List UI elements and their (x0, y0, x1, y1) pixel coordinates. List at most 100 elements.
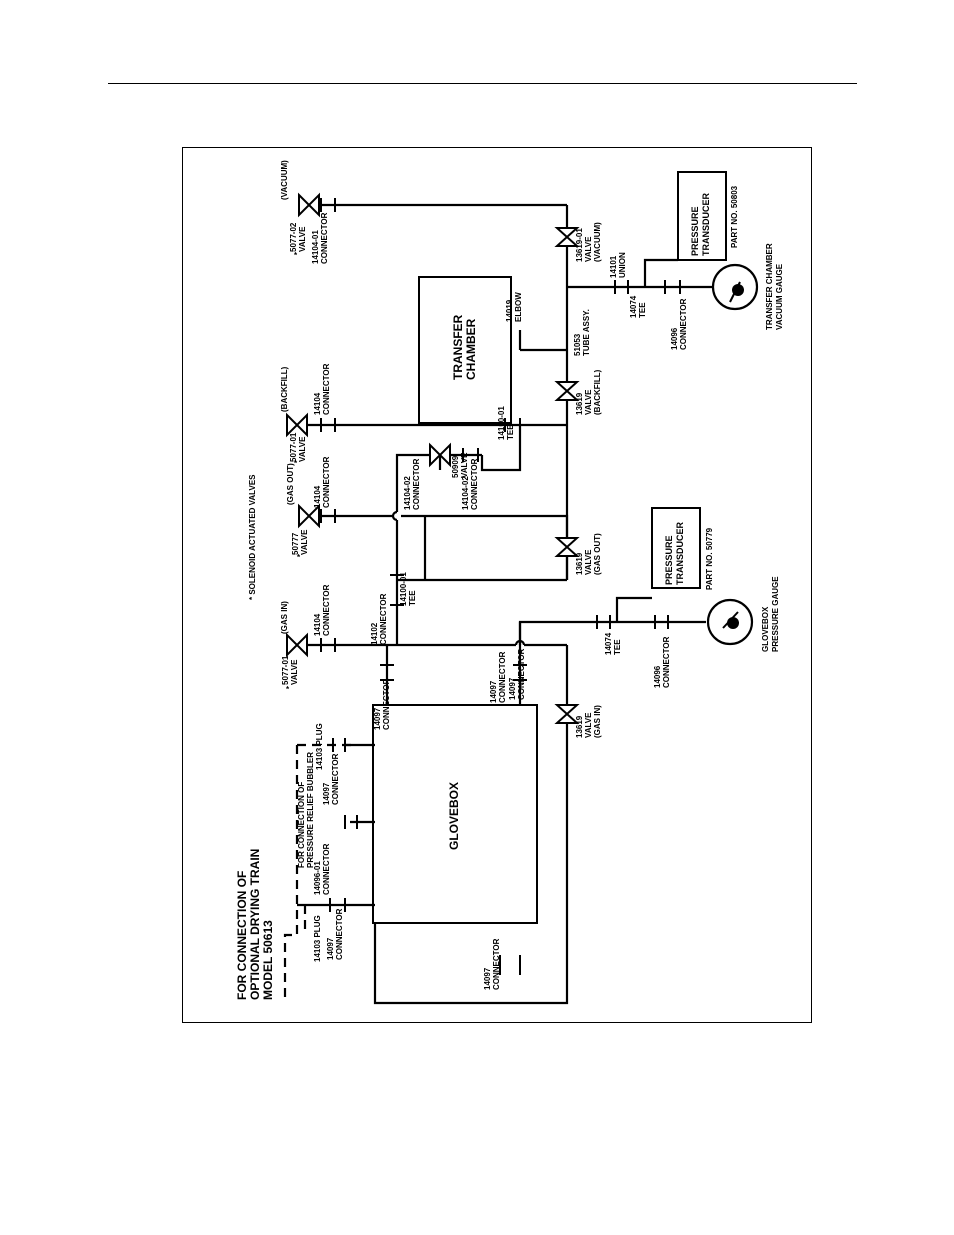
valve-gas-out-solenoid (298, 503, 320, 529)
union-label: 14101 UNION (609, 252, 627, 278)
asterisk-3: * (294, 459, 298, 468)
svg-text:ELBOW: ELBOW (514, 292, 523, 322)
valve-manual-gas-out-label: 13619 VALVE (GAS OUT) (575, 533, 602, 575)
svg-text:VALVE: VALVE (290, 659, 299, 685)
svg-text:CONNECTOR: CONNECTOR (470, 458, 479, 510)
svg-text:PRESSURE: PRESSURE (690, 206, 700, 256)
svg-text:13619: 13619 (575, 392, 584, 415)
pressure-transducer-2-part: PART NO. 50803 (730, 185, 739, 248)
svg-text:CONNECTOR: CONNECTOR (412, 458, 421, 510)
svg-text:CONNECTOR: CONNECTOR (498, 651, 507, 703)
svg-text:14019: 14019 (505, 299, 514, 322)
valve-manual-backfill-label: 13619 VALVE (BACKFILL) (575, 369, 602, 415)
elbow-label: 14019 ELBOW (505, 292, 523, 322)
svg-text:50777: 50777 (291, 532, 300, 555)
valve-gas-out-tag: (GAS OUT) (286, 463, 295, 505)
relief-bubbler-label: FOR CONNECTION OF PRESSURE RELIEF BUBBLE… (297, 752, 315, 868)
svg-text:CONNECTOR: CONNECTOR (679, 298, 688, 350)
svg-text:(VACUUM): (VACUUM) (280, 160, 289, 200)
svg-text:14097: 14097 (489, 680, 498, 703)
connector-e-label: 14097 CONNECTOR (489, 651, 507, 703)
svg-text:5077-01: 5077-01 (289, 432, 298, 462)
pressure-transducer-1-box (651, 507, 701, 589)
svg-text:(BACKFILL): (BACKFILL) (280, 366, 289, 412)
svg-text:GLOVEBOX: GLOVEBOX (761, 606, 770, 652)
svg-text:CONNECTOR: CONNECTOR (335, 908, 344, 960)
transfer-gauge-label: TRANSFER CHAMBER VACUUM GAUGE (765, 243, 784, 330)
asterisk-2: * (297, 553, 301, 562)
tee-c-label: 14074 TEE (629, 295, 647, 318)
svg-text:VALVE: VALVE (298, 226, 307, 252)
glovebox-gauge-label: GLOVEBOX PRESSURE GAUGE (761, 576, 780, 652)
svg-text:14104: 14104 (313, 485, 322, 508)
connector-d-label: 14097 CONNECTOR (373, 678, 391, 730)
drying-train-label: FOR CONNECTION OF OPTIONAL DRYING TRAIN … (235, 849, 275, 1000)
connector-h-label: 14104 CONNECTOR (313, 456, 331, 508)
valve-manual-backfill (554, 381, 580, 401)
glovebox-label: GLOVEBOX (447, 782, 461, 850)
svg-text:UNION: UNION (618, 252, 627, 278)
svg-text:50909: 50909 (451, 455, 460, 478)
connector-k-label: 14104 CONNECTOR (313, 363, 331, 415)
svg-text:CONNECTOR: CONNECTOR (662, 636, 671, 688)
svg-text:13619: 13619 (575, 715, 584, 738)
svg-text:VALVE: VALVE (584, 236, 593, 262)
svg-text:14101: 14101 (609, 255, 618, 278)
transfer-chamber-box (418, 276, 512, 424)
svg-text:13619: 13619 (575, 552, 584, 575)
svg-text:14074: 14074 (629, 295, 638, 318)
valve-manual-vacuum (554, 227, 580, 247)
svg-text:13619-01: 13619-01 (575, 228, 584, 262)
svg-text:VALVE: VALVE (584, 712, 593, 738)
svg-text:14104-02: 14104-02 (403, 476, 412, 510)
connector-ticks (320, 198, 681, 975)
svg-text:14104-02: 14104-02 (461, 476, 470, 510)
valve-gas-in-tag: (GAS IN) (280, 601, 289, 634)
transfer-chamber-label: TRANSFER CHAMBER (451, 314, 478, 380)
connector-a-label: 14097 CONNECTOR (326, 908, 344, 960)
svg-text:TRANSDUCER: TRANSDUCER (675, 521, 685, 585)
svg-text:VALVE: VALVE (460, 452, 469, 478)
svg-text:TUBE ASSY.: TUBE ASSY. (582, 309, 591, 356)
svg-text:14096-01: 14096-01 (313, 861, 322, 895)
connector-c-label: 14097 CONNECTOR (322, 753, 340, 805)
transfer-gauge-icon (711, 263, 759, 311)
pressure-transducer-2-box (677, 171, 727, 261)
tee-a-label: 14100-01 TEE (399, 572, 417, 606)
svg-text:14097: 14097 (322, 782, 331, 805)
svg-text:(GAS IN): (GAS IN) (280, 601, 289, 634)
valve-backfill-solenoid-label: 5077-01 VALVE (289, 432, 307, 462)
svg-text:VALVE: VALVE (584, 549, 593, 575)
connector-f-label: 14104 CONNECTOR (313, 584, 331, 636)
svg-text:OPTIONAL DRYING TRAIN: OPTIONAL DRYING TRAIN (248, 849, 262, 1000)
connector-l-label: 14104-01 CONNECTOR (311, 212, 329, 264)
svg-text:CONNECTOR: CONNECTOR (379, 593, 388, 645)
svg-text:CONNECTOR: CONNECTOR (331, 753, 340, 805)
valve-vacuum-solenoid-label: 5077-02 VALVE (289, 222, 307, 252)
plug-b-label: 14103 PLUG (315, 723, 324, 770)
valve-50909 (429, 442, 451, 468)
connector-g-label: 14102 CONNECTOR (370, 593, 388, 645)
svg-text:14097: 14097 (326, 937, 335, 960)
connector-j-label: 14104-02 CONNECTOR (461, 458, 479, 510)
svg-text:(BACKFILL): (BACKFILL) (593, 369, 602, 415)
svg-text:PART NO. 50803: PART NO. 50803 (730, 185, 739, 248)
svg-text:PRESSURE RELIEF BUBBLER: PRESSURE RELIEF BUBBLER (306, 752, 315, 868)
svg-text:FOR CONNECTION OF: FOR CONNECTION OF (235, 871, 249, 1000)
svg-text:PRESSURE GAUGE: PRESSURE GAUGE (771, 576, 780, 652)
plug-a-label: 14103 PLUG (313, 915, 322, 962)
connector-m-label: 14096 CONNECTOR (670, 298, 688, 350)
pressure-transducer-1-label: PRESSURE TRANSDUCER (664, 521, 685, 585)
svg-text:14097: 14097 (373, 707, 382, 730)
valve-vacuum-solenoid (298, 192, 320, 218)
valve-manual-gas-in-label: 13619 VALVE (GAS IN) (575, 705, 602, 738)
svg-text:GLOVEBOX: GLOVEBOX (447, 782, 461, 850)
svg-text:14103 PLUG: 14103 PLUG (313, 915, 322, 962)
svg-text:CONNECTOR: CONNECTOR (320, 212, 329, 264)
pressure-transducer-2-label: PRESSURE TRANSDUCER (690, 192, 711, 256)
page-top-rule (108, 83, 857, 84)
svg-text:TEE: TEE (613, 639, 622, 655)
svg-text:CONNECTOR: CONNECTOR (322, 456, 331, 508)
svg-text:14102: 14102 (370, 622, 379, 645)
tee-d-label: 14074 TEE (604, 632, 622, 655)
